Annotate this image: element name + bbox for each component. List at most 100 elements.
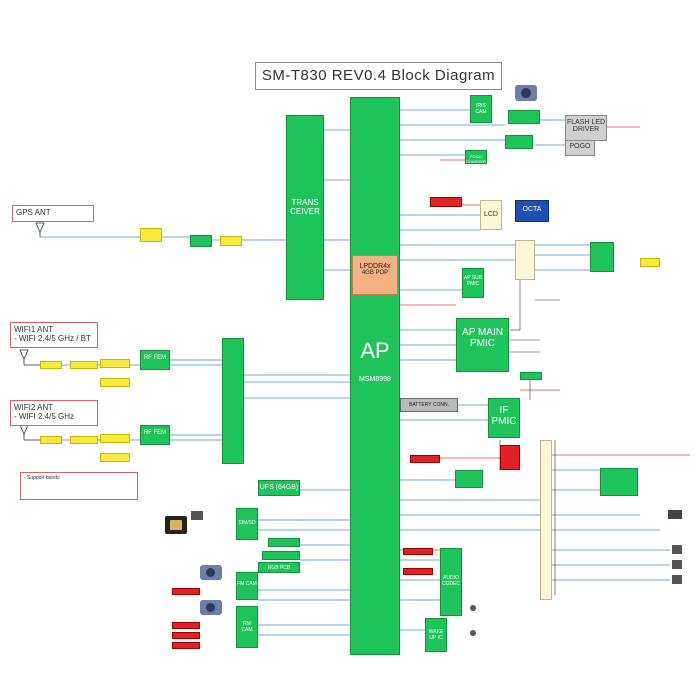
wifi1-filter-a [100, 359, 130, 368]
transceiver-block: TRANS CEIVER [286, 115, 324, 300]
wifi1-diplexer [40, 361, 62, 369]
octa-display-icon: OCTA [515, 200, 549, 222]
wifi2-antenna-box: WIFI2 ANT - WIFI 2.4/5 GHz [10, 400, 98, 426]
gps-lna [190, 235, 212, 247]
wifi2-antenna-sub: - WIFI 2.4/5 GHz [14, 412, 75, 421]
red-module-1 [172, 588, 200, 595]
flash-led-driver: FLASH LED DRIVER [565, 115, 607, 141]
wifi-bt-chip [222, 338, 244, 464]
wifi1-antenna-sub: - WIFI 2.4/5 GHz / BT [14, 334, 91, 343]
connector-strip-1 [515, 240, 535, 280]
pogo-charger-label: POGO CHARGER [466, 154, 487, 164]
right-mid-green-block [600, 468, 638, 496]
gps-antenna-label: GPS ANT [12, 205, 94, 222]
rf-fem-1-label: RF FEM [143, 355, 167, 361]
rf-fem-1: RF FEM [140, 350, 170, 370]
wake-up-ic-label: WAKE UP IC [428, 629, 444, 641]
rgb-pcb-label: RGB PCB [267, 565, 291, 571]
support-bands-box: - Support bands [20, 472, 138, 500]
usb-connector-icon [668, 510, 682, 519]
rf-fem-2-label: RF FEM [143, 430, 167, 436]
lpddr-label: LPDDR4x [359, 263, 391, 270]
wifi2-filter-a [100, 434, 130, 443]
red-audio-1 [403, 548, 433, 555]
lpddr-sub: 4GB POP [361, 270, 389, 276]
battery-connector: BATTERY CONN. [400, 398, 458, 412]
small-yellow-right [640, 258, 660, 267]
speaker-icon-3 [672, 575, 682, 584]
small-green-battery [520, 372, 542, 380]
audio-codec-block: AUDIO CODEC [440, 548, 462, 616]
wifi1-filter-b [100, 378, 130, 387]
red-module-4 [172, 642, 200, 649]
lcd-label: LCD [483, 211, 498, 218]
iris-cam-label: IRIS CAM [475, 103, 487, 115]
red-module-3 [172, 632, 200, 639]
iris-camera-icon [515, 85, 537, 101]
octa-label: OCTA [522, 206, 542, 213]
battery-label: BATTERY CONN. [408, 402, 449, 408]
wifi1-antenna-label: WIFI1 ANT [14, 325, 54, 334]
audio-codec-label: AUDIO CODEC [441, 575, 461, 587]
ap-main-pmic-label: AP MAIN PMIC [462, 327, 503, 349]
ufs-label: UFS (64GB) [259, 484, 299, 491]
red-module-mid-1 [410, 455, 440, 463]
ap-sub-pmic-block: AP SUB PMIC [462, 268, 484, 298]
pogo-charger-block: POGO CHARGER [465, 150, 487, 164]
gps-saw [220, 236, 242, 246]
wifi2-filter-b [100, 453, 130, 462]
iris-cam-block: IRIS CAM [470, 95, 492, 123]
if-pmic-block: IF PMIC [488, 398, 520, 438]
speaker-icon-2 [672, 560, 682, 569]
rm-cam-block: RM CAM [236, 606, 258, 648]
small-green-1 [268, 538, 300, 547]
mid-green-block [455, 470, 483, 488]
red-module-mid-2 [500, 445, 520, 470]
sim-card-icon [165, 516, 187, 534]
pogo-label: POGO [569, 143, 591, 150]
red-module-2 [172, 622, 200, 629]
red-audio-2 [403, 568, 433, 575]
wifi2-antenna-label: WIFI2 ANT [14, 403, 54, 412]
rgb-pcb-block: RGB PCB [258, 562, 300, 573]
ap-block: AP MSM8998 [350, 97, 400, 655]
pogo-block: POGO [565, 140, 595, 156]
wifi1-diplexer-2 [70, 361, 98, 369]
ap-chip-label: MSM8998 [359, 376, 391, 383]
speaker-icon-1 [672, 545, 682, 554]
touch-ic-block [590, 242, 614, 272]
lpddr-block: LPDDR4x 4GB POP [352, 255, 398, 295]
wifi1-antenna-box: WIFI1 ANT - WIFI 2.4/5 GHz / BT [10, 322, 98, 348]
wifi2-diplexer [40, 436, 62, 444]
ap-label: AP [360, 338, 390, 363]
gps-filter [140, 228, 162, 242]
if-pmic-label: IF PMIC [491, 405, 517, 427]
flash-led-label: FLASH LED DRIVER [566, 119, 606, 133]
small-green-right-1 [508, 110, 540, 124]
rf-fem-2: RF FEM [140, 425, 170, 445]
fm-cam-block: FM CAM [236, 572, 258, 600]
transceiver-label: TRANS CEIVER [290, 198, 320, 216]
red-lcd-module [430, 197, 462, 207]
ufs-block: UFS (64GB) [258, 480, 300, 496]
small-green-2 [262, 551, 300, 560]
wake-up-ic-block: WAKE UP IC [425, 618, 447, 652]
mic-icon-2 [470, 630, 476, 636]
fm-cam-label: FM CAM [237, 581, 257, 587]
sim-sd-block: SIM/SD [236, 508, 258, 540]
front-camera-icon [200, 565, 222, 580]
sd-card-icon [191, 511, 203, 520]
mic-icon-1 [470, 605, 476, 611]
sim-sd-label: SIM/SD [238, 520, 256, 526]
ap-sub-pmic-label: AP SUB PMIC [463, 275, 483, 287]
rm-cam-label: RM CAM [241, 621, 253, 633]
rear-camera-icon [200, 600, 222, 615]
lcd-block: LCD [480, 200, 502, 230]
small-green-right-2 [505, 135, 533, 149]
support-bands-title: - Support bands [24, 475, 60, 481]
diagram-title: SM-T830 REV0.4 Block Diagram [255, 62, 502, 90]
ap-main-pmic-block: AP MAIN PMIC [456, 318, 509, 372]
connector-strip-2 [540, 440, 552, 600]
wifi2-diplexer-2 [70, 436, 98, 444]
